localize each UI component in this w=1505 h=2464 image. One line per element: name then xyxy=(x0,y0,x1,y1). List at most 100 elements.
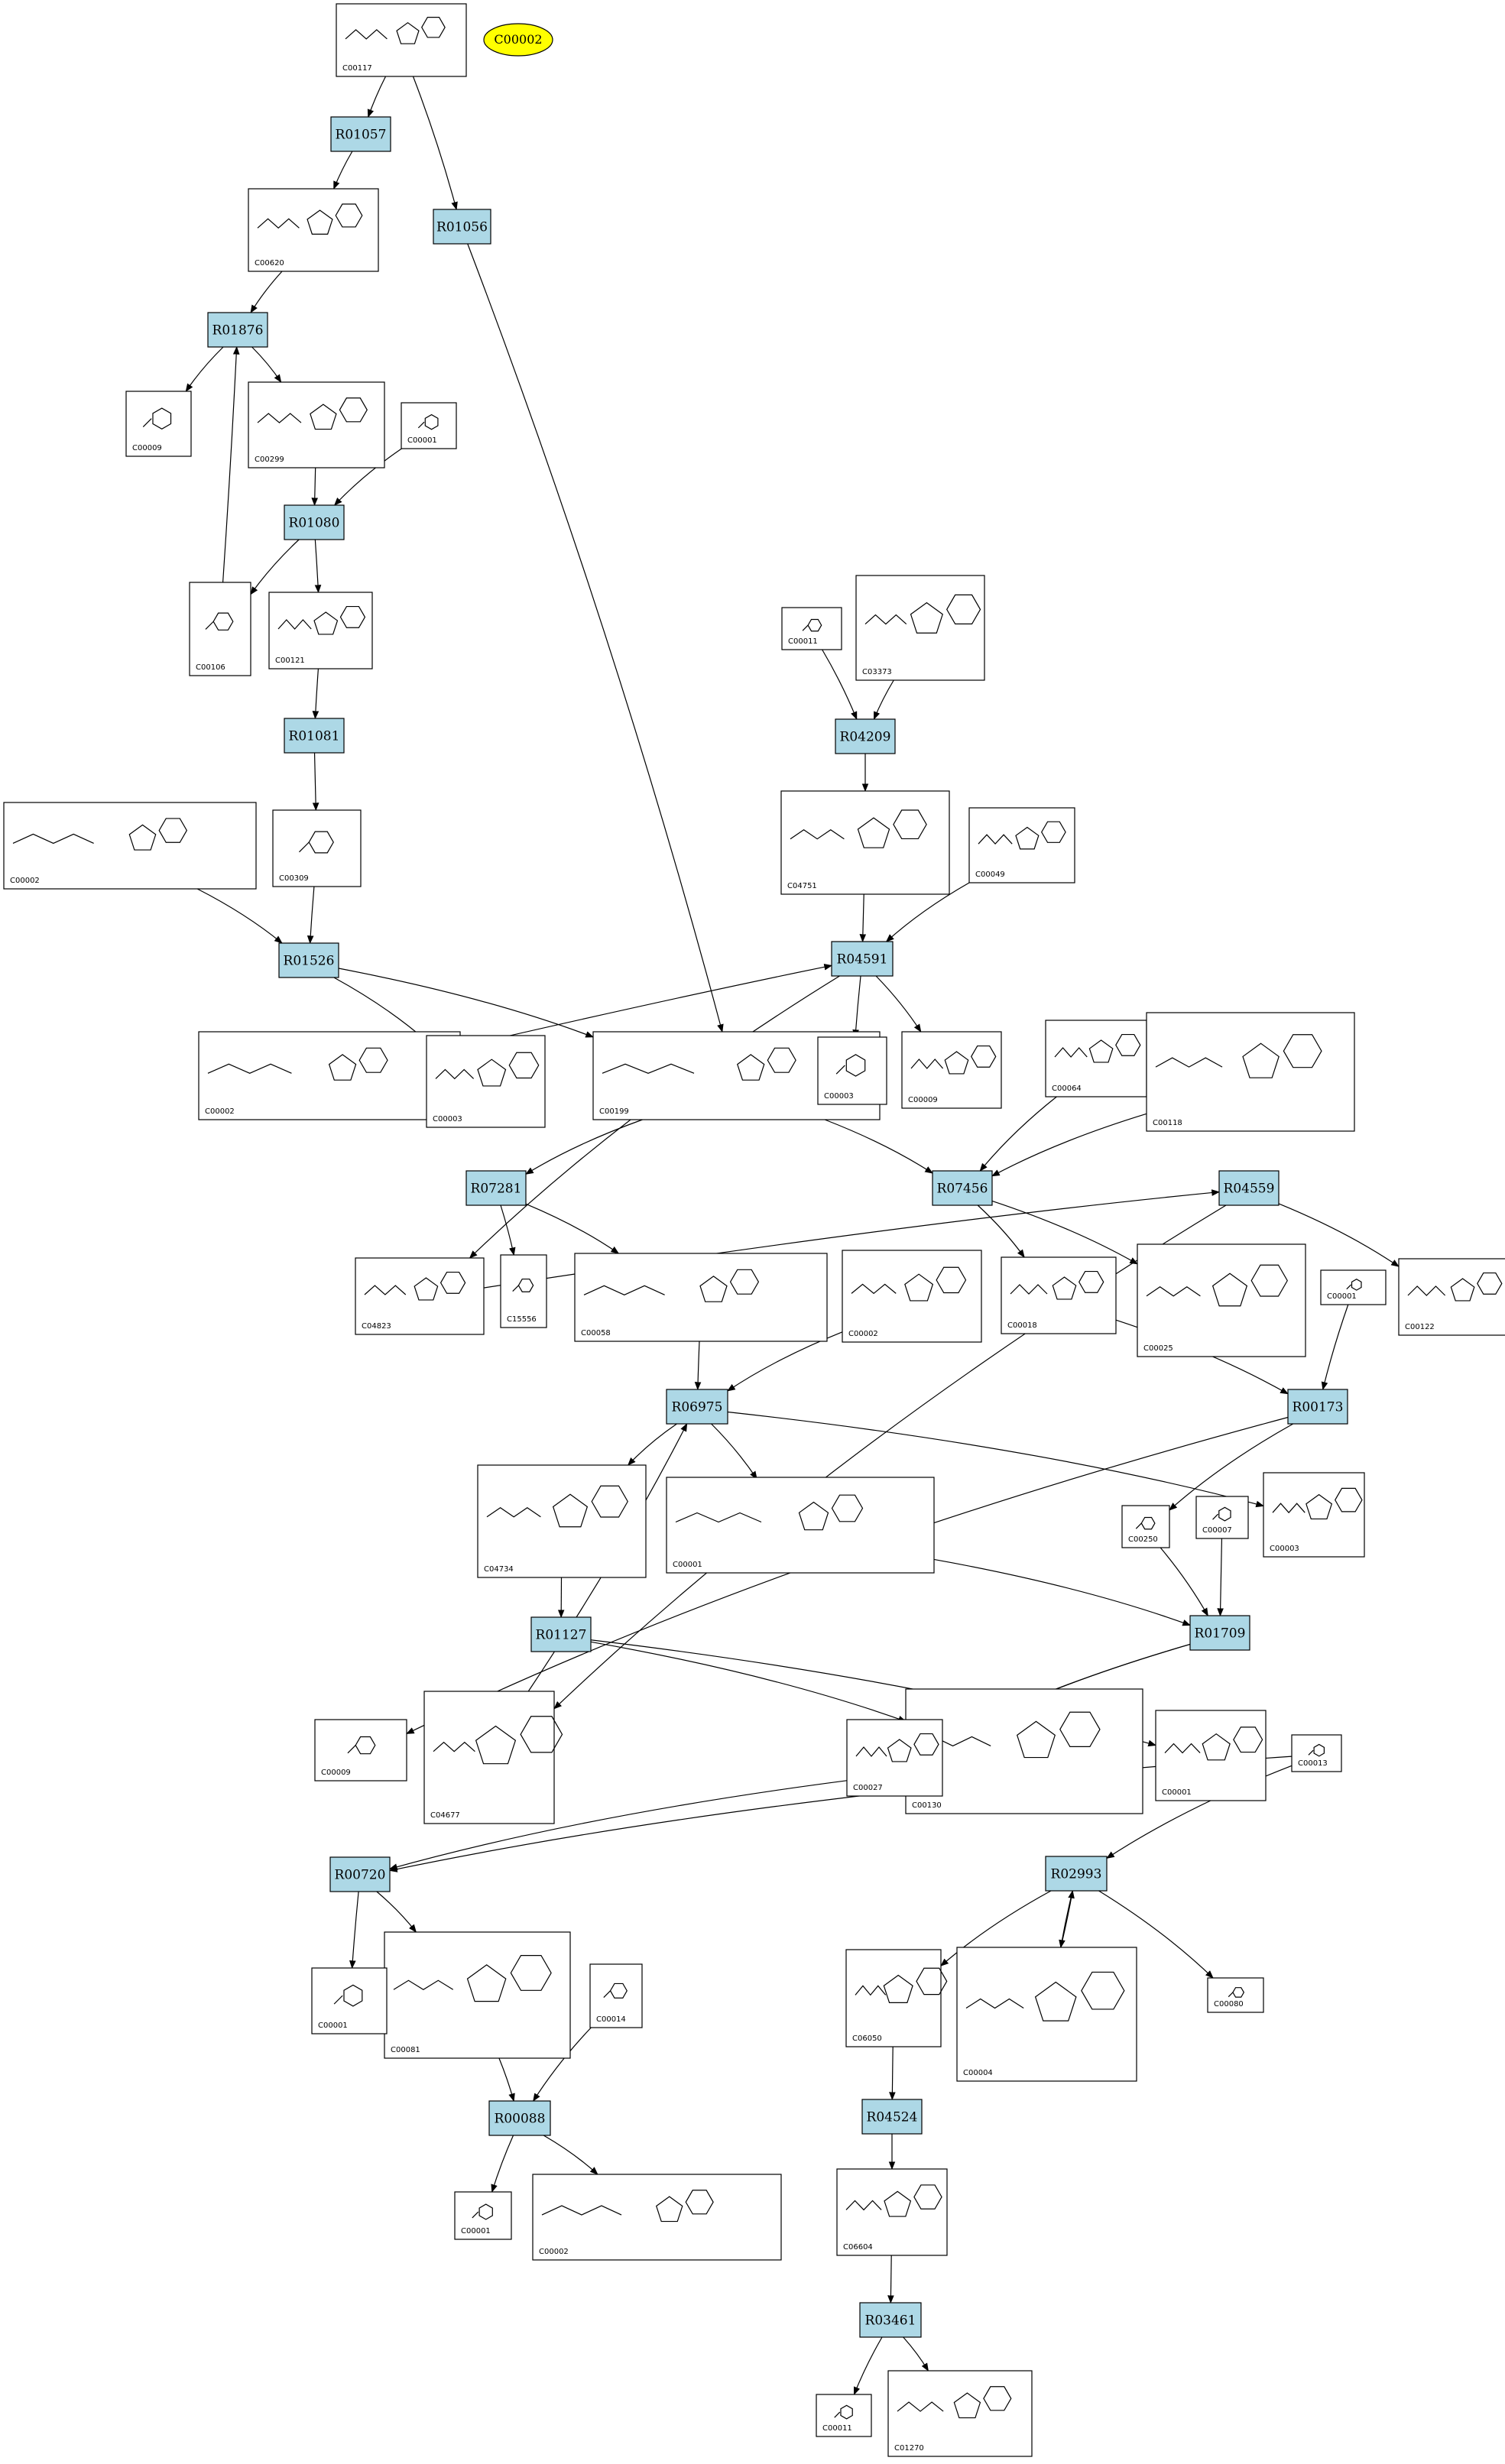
compound-node[interactable]: C00007 xyxy=(1195,1496,1249,1539)
compound-id-label: C00003 xyxy=(824,1092,854,1101)
compound-node[interactable]: C00002 xyxy=(842,1250,982,1343)
reaction-node[interactable]: R01127 xyxy=(530,1616,592,1652)
compound-node[interactable]: C00002 xyxy=(3,802,257,890)
compound-node[interactable]: C00011 xyxy=(781,607,842,650)
compound-node[interactable]: C03373 xyxy=(855,575,985,681)
compound-node[interactable]: C06604 xyxy=(836,2168,948,2256)
compound-node[interactable]: C00009 xyxy=(901,1031,1002,1109)
compound-node[interactable]: C04677 xyxy=(423,1691,563,1824)
reaction-node[interactable]: R00088 xyxy=(488,2100,551,2136)
compound-node[interactable]: C00025 xyxy=(1137,1243,1306,1357)
structure-drawing xyxy=(835,1054,866,1077)
compound-node[interactable]: C00118 xyxy=(1146,1012,1355,1132)
compound-id-label: C00117 xyxy=(342,64,372,73)
reaction-node[interactable]: R00720 xyxy=(329,1856,391,1892)
compound-node[interactable]: C00117 xyxy=(336,3,467,77)
reaction-node[interactable]: R01709 xyxy=(1189,1615,1250,1651)
reaction-node[interactable]: R00173 xyxy=(1287,1389,1348,1425)
compound-id-label: C04823 xyxy=(362,1322,391,1331)
reaction-node[interactable]: R01081 xyxy=(284,718,345,754)
compound-node[interactable]: C00250 xyxy=(1121,1505,1170,1548)
compound-node[interactable]: C00106 xyxy=(189,582,251,676)
reaction-node[interactable]: R01056 xyxy=(433,209,491,245)
compound-node[interactable]: C00002 xyxy=(198,1031,461,1120)
reaction-node[interactable]: R06975 xyxy=(666,1389,728,1425)
edge-arrow xyxy=(859,893,867,943)
compound-node[interactable]: C00003 xyxy=(1263,1472,1365,1558)
compound-node[interactable]: C00130 xyxy=(905,1688,1143,1814)
compound-node[interactable]: C00001 xyxy=(1320,1269,1387,1305)
compound-node[interactable]: C00013 xyxy=(1291,1734,1342,1772)
compound-node[interactable]: C00001 xyxy=(401,402,457,449)
compound-node[interactable]: C00003 xyxy=(817,1036,887,1105)
compound-node[interactable]: C00299 xyxy=(248,381,385,468)
structure-drawing xyxy=(603,1983,628,1999)
compound-node[interactable]: C00121 xyxy=(268,592,373,669)
reaction-node[interactable]: R04209 xyxy=(835,718,896,754)
highlight-compound[interactable]: C00002 xyxy=(483,23,553,57)
compound-node[interactable]: C00049 xyxy=(968,807,1075,883)
compound-node[interactable]: C04751 xyxy=(780,790,950,895)
compound-node[interactable]: C00001 xyxy=(311,1967,388,2034)
reaction-id-label: R01057 xyxy=(336,128,387,143)
reaction-node[interactable]: R01526 xyxy=(278,942,339,978)
reaction-node[interactable]: R01057 xyxy=(330,116,391,152)
compound-node[interactable]: C01270 xyxy=(887,2370,1033,2457)
compound-box xyxy=(666,1477,935,1574)
compound-node[interactable]: C00027 xyxy=(846,1719,943,1797)
compound-node[interactable]: C00001 xyxy=(454,2191,512,2240)
compound-node[interactable]: C00620 xyxy=(248,188,379,272)
edge-arrow xyxy=(933,1558,1192,1626)
edge-arrow xyxy=(903,2336,929,2372)
compound-node[interactable]: C00004 xyxy=(956,1947,1137,2082)
reaction-node[interactable]: R04591 xyxy=(831,941,894,977)
edge-arrow xyxy=(312,752,319,812)
edge-arrow xyxy=(196,888,283,944)
compound-node[interactable]: C00122 xyxy=(1398,1258,1505,1336)
reaction-node[interactable]: R03461 xyxy=(859,2302,922,2338)
edge-arrow xyxy=(873,679,894,720)
compound-node[interactable]: C00002 xyxy=(532,2174,782,2261)
compound-node[interactable]: C00009 xyxy=(314,1719,407,1782)
reaction-node[interactable]: R01080 xyxy=(284,504,345,540)
reaction-node[interactable]: R01876 xyxy=(207,312,268,348)
edge-arrow xyxy=(533,2027,592,2102)
edge-arrow xyxy=(852,975,861,1039)
compound-node[interactable]: C00001 xyxy=(666,1477,935,1574)
compound-node[interactable]: C04734 xyxy=(477,1464,647,1578)
edge-arrow xyxy=(727,1411,1265,1508)
edge-arrow xyxy=(307,886,315,945)
compound-node[interactable]: C00064 xyxy=(1045,1020,1147,1097)
reaction-node[interactable]: R04524 xyxy=(861,2099,923,2135)
reaction-node[interactable]: R07281 xyxy=(465,1170,527,1206)
compound-node[interactable]: C00018 xyxy=(1001,1256,1117,1334)
edge-arrow xyxy=(1098,1890,1214,1979)
compound-node[interactable]: C06050 xyxy=(845,1949,948,2047)
compound-node[interactable]: C00009 xyxy=(125,391,192,457)
compound-node[interactable]: C00081 xyxy=(384,1931,571,2059)
reaction-box xyxy=(278,942,339,978)
reaction-node[interactable]: R04559 xyxy=(1218,1170,1280,1206)
compound-node[interactable]: C00080 xyxy=(1207,1977,1264,2013)
reaction-box xyxy=(835,718,896,754)
structure-drawing xyxy=(1407,1272,1503,1302)
edge-arrow xyxy=(627,1423,677,1466)
compound-node[interactable]: C04823 xyxy=(355,1257,485,1335)
compound-node[interactable]: C15556 xyxy=(500,1254,547,1328)
compound-node[interactable]: C00011 xyxy=(816,2394,872,2437)
compound-box xyxy=(268,592,373,669)
compound-node[interactable]: C00014 xyxy=(589,1963,643,2028)
compound-box xyxy=(384,1931,571,2059)
compound-id-label: C00309 xyxy=(279,874,309,883)
reaction-node[interactable]: R07456 xyxy=(932,1170,993,1206)
reaction-id-label: R01056 xyxy=(436,220,488,235)
compound-node[interactable]: C00003 xyxy=(426,1035,546,1128)
compound-node[interactable]: C00001 xyxy=(1155,1710,1267,1801)
structure-drawing xyxy=(834,2404,853,2420)
compound-id-label: C00003 xyxy=(433,1115,462,1123)
compound-node[interactable]: C00058 xyxy=(574,1253,828,1342)
compound-box xyxy=(355,1257,485,1335)
compound-id-label: C00002 xyxy=(848,1330,878,1338)
reaction-node[interactable]: R02993 xyxy=(1045,1856,1108,1892)
compound-node[interactable]: C00309 xyxy=(272,809,362,887)
